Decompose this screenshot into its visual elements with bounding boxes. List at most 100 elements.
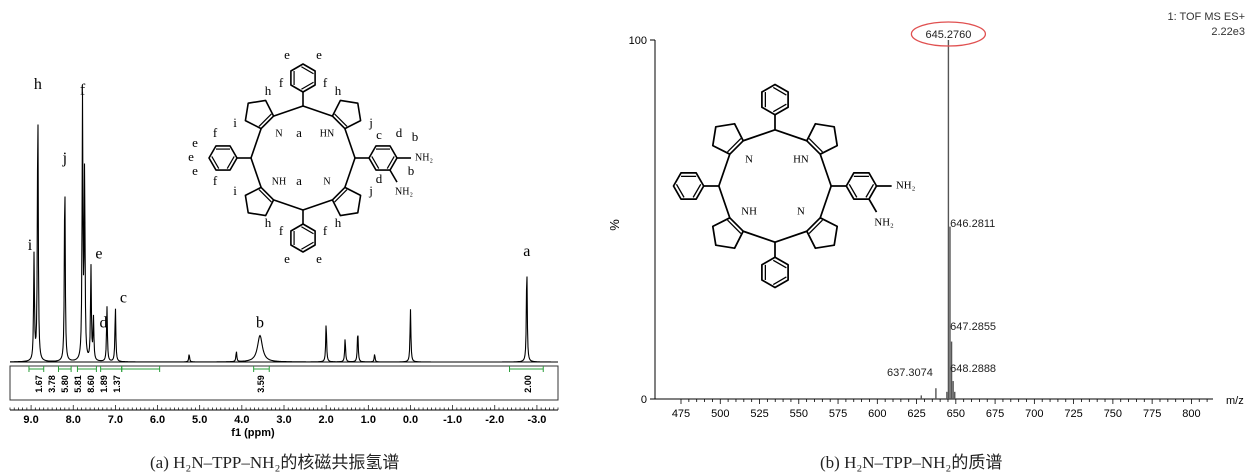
ms-x-tick-label: 475	[672, 408, 690, 420]
nmr-integral-value-3: 5.81	[73, 375, 83, 393]
ms-x-tick-label: 500	[711, 408, 729, 420]
meso-bond	[273, 105, 304, 117]
amine-label: NH₂	[415, 152, 433, 163]
phenyl-top-double	[301, 66, 314, 75]
pyrrole-hn-label: HN	[793, 154, 809, 166]
pyrrole-ring	[244, 186, 275, 217]
structure-letter-j: j	[368, 115, 373, 130]
structure-letter-f: f	[279, 75, 284, 90]
structure-letter-e: e	[188, 149, 194, 164]
nmr-x-tick-label: 1.0	[361, 414, 376, 426]
meso-bond	[344, 128, 356, 159]
nmr-peak-label-b: b	[256, 315, 264, 332]
structure-letter-d: d	[396, 125, 403, 140]
phenyl-left-double	[226, 156, 235, 169]
nmr-x-tick-label: 2.0	[319, 414, 334, 426]
pyrrole-ring	[331, 186, 362, 217]
pyrrole-ring-double	[334, 113, 348, 127]
amine-label: NH₂	[896, 179, 916, 191]
pyrrole-ring-double	[258, 189, 272, 203]
ms-x-tick-label: 700	[1025, 408, 1043, 420]
ms-instrument-label: 1: TOF MS ES+	[1167, 11, 1245, 23]
phenyl-left-double	[675, 183, 685, 198]
phenyl-bottom-double	[301, 226, 314, 235]
ms-peak-label-646.2811: 646.2811	[950, 218, 995, 230]
structure-letter-a: a	[296, 125, 302, 140]
phenyl-left	[672, 172, 705, 200]
ms-x-tick-label: 750	[1104, 408, 1122, 420]
nmr-integral-value-7: 3.59	[256, 375, 266, 393]
structure-letter-f: f	[323, 223, 328, 238]
phenyl-bottom-double	[772, 259, 787, 269]
structure-letter-h: h	[265, 83, 272, 98]
ms-x-tick-label: 575	[829, 408, 847, 420]
phenyl-top-double	[772, 103, 787, 113]
amine-bond	[868, 198, 878, 213]
nmr-peak-label-j: j	[62, 150, 67, 167]
pyrrole-ring-double	[727, 138, 742, 153]
ms-x-tick-label: 550	[790, 408, 808, 420]
phenyl-left-double	[692, 183, 702, 198]
ms-x-tick-label: 800	[1182, 408, 1200, 420]
structure-letter-h: h	[335, 215, 342, 230]
nmr-peak-label-h: h	[34, 76, 42, 93]
nmr-x-tick-label: -2.0	[485, 414, 504, 426]
pyrrole-ring-double	[334, 189, 348, 203]
imine-n-label: N	[323, 176, 330, 187]
nmr-integral-value-2: 5.80	[60, 375, 70, 393]
nmr-peak-label-f: f	[80, 81, 86, 98]
nmr-x-tick-label: -3.0	[527, 414, 546, 426]
meso-bond	[774, 230, 808, 243]
phenyl-top	[761, 83, 789, 116]
structure-letter-h: h	[265, 215, 272, 230]
nmr-peak-label-d: d	[99, 315, 107, 332]
ms-intensity-label: 2.22e3	[1211, 26, 1245, 38]
imine-n-label: N	[745, 154, 753, 166]
caption-ms: (b) H₂N–TPP–NH₂的质谱	[820, 453, 1003, 472]
structure-letter-j: j	[368, 183, 373, 198]
pyrrole-ring-double	[727, 219, 742, 234]
nmr-peak-label-c: c	[120, 289, 127, 306]
structure-letter-b: b	[412, 129, 419, 144]
phenyl-bottom	[761, 256, 789, 289]
phenyl-bottom-double	[301, 241, 314, 250]
structure-letter-i: i	[233, 115, 237, 130]
nmr-x-tick-label: 0.0	[403, 414, 418, 426]
pyrrole-ring	[244, 99, 275, 130]
nmr-integral-box	[9, 365, 559, 401]
meso-bond	[774, 129, 808, 142]
nmr-x-tick-label: 6.0	[150, 414, 165, 426]
pyrrole-ring-double	[258, 113, 272, 127]
structure-letter-a: a	[296, 173, 302, 188]
meso-bond	[819, 153, 832, 187]
imine-n-label: N	[797, 205, 805, 217]
structure-letter-e: e	[284, 251, 290, 266]
structure-letter-b: b	[408, 163, 415, 178]
structure-letter-f: f	[279, 223, 284, 238]
meso-bond	[344, 157, 356, 188]
meso-bond	[302, 199, 333, 211]
imine-n-label: N	[275, 128, 282, 139]
nmr-x-tick-label: 3.0	[276, 414, 291, 426]
nmr-integral-value-0: 1.67	[34, 375, 44, 393]
meso-bond	[273, 199, 304, 211]
nmr-spectrum-trace	[10, 91, 558, 363]
ms-x-axis-label: m/z	[1226, 395, 1244, 407]
phenyl-left-double	[211, 156, 220, 169]
aminophenyl-ring-double	[386, 156, 395, 169]
structure-letter-f: f	[323, 75, 328, 90]
ms-y-axis-label: %	[607, 219, 622, 231]
nmr-integral-value-6: 1.37	[112, 375, 122, 393]
amine-label: NH₂	[874, 216, 894, 228]
meso-bond	[819, 185, 832, 219]
nmr-x-axis-label: f1 (ppm)	[231, 427, 275, 439]
meso-bond	[718, 153, 731, 187]
ms-x-tick-label: 600	[868, 408, 886, 420]
nmr-integral-value-5: 1.89	[99, 375, 109, 393]
nmr-x-tick-label: -1.0	[443, 414, 462, 426]
nmr-integral-value-1: 3.78	[47, 375, 57, 393]
meso-bond	[302, 105, 333, 117]
